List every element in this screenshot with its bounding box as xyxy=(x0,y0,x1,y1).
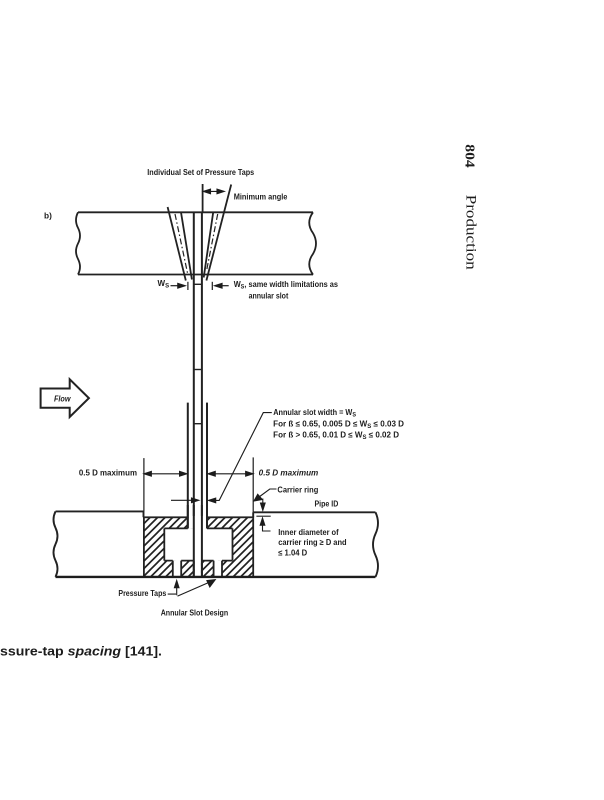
svg-text:804: 804 xyxy=(461,144,476,167)
svg-text:Pressure Taps: Pressure Taps xyxy=(118,589,166,598)
svg-text:0.5 D maximum: 0.5 D maximum xyxy=(259,469,319,478)
svg-text:Individual Set of Pressure Tap: Individual Set of Pressure Taps xyxy=(147,168,254,177)
svg-text:Production: Production xyxy=(463,195,479,271)
svg-text:WS: WS xyxy=(158,279,170,290)
svg-text:Minimum angle: Minimum angle xyxy=(234,193,288,202)
svg-text:≤ 1.04 D: ≤ 1.04 D xyxy=(278,548,307,557)
svg-text:Annular Slot Design: Annular Slot Design xyxy=(161,609,229,618)
svg-text:annular slot: annular slot xyxy=(249,292,289,301)
svg-text:b): b) xyxy=(44,210,52,220)
svg-text:ssure-tap spacing [141].: ssure-tap spacing [141]. xyxy=(0,643,162,658)
svg-text:For ß ≤ 0.65, 0.005 D ≤ WS ≤ 0: For ß ≤ 0.65, 0.005 D ≤ WS ≤ 0.03 D xyxy=(273,419,404,430)
svg-text:0.5 D maximum: 0.5 D maximum xyxy=(79,469,137,478)
svg-text:Annular slot width = WS: Annular slot width = WS xyxy=(273,408,356,419)
svg-text:Inner diameter of: Inner diameter of xyxy=(278,528,339,537)
svg-text:WS, same width limitations as: WS, same width limitations as xyxy=(234,280,339,291)
svg-text:Carrier ring: Carrier ring xyxy=(277,485,318,494)
svg-text:For ß > 0.65, 0.01 D ≤ WS ≤ 0.: For ß > 0.65, 0.01 D ≤ WS ≤ 0.02 D xyxy=(273,431,399,442)
svg-text:carrier ring ≥ D and: carrier ring ≥ D and xyxy=(278,538,346,547)
svg-text:Flow: Flow xyxy=(54,394,71,404)
svg-text:Pipe ID: Pipe ID xyxy=(315,499,339,508)
